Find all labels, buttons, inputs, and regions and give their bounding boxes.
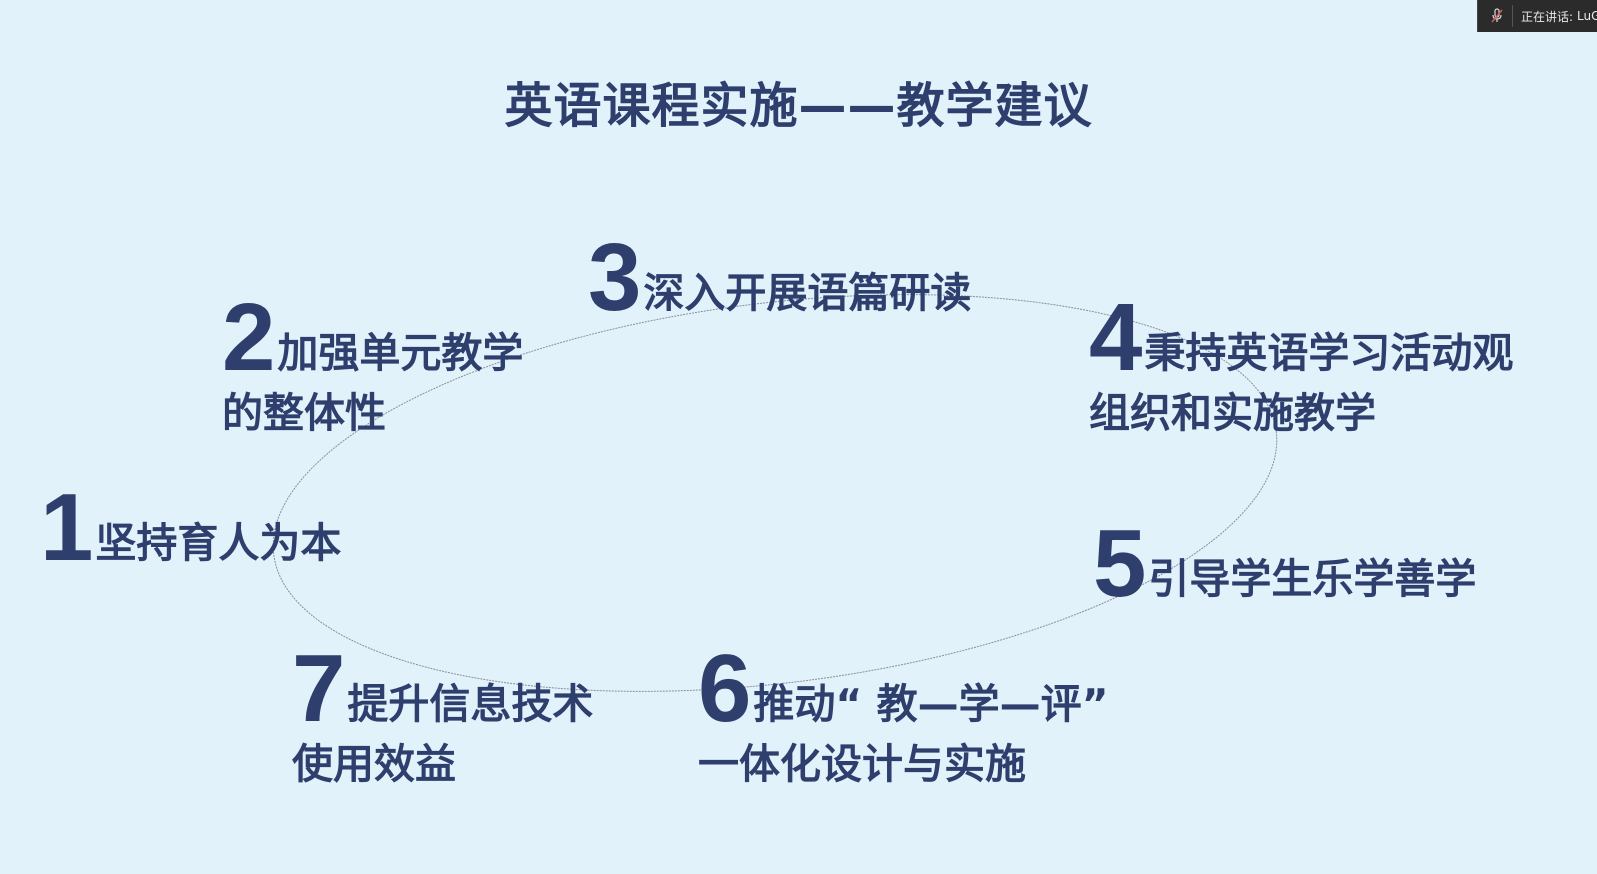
item-text: 提升信息技术 xyxy=(347,680,594,728)
item-text: 秉持英语学习活动观 xyxy=(1144,329,1514,377)
muted-mic-icon[interactable] xyxy=(1490,5,1513,27)
item-6: 6 推动“ 教—学—评” 一体化设计与实施 xyxy=(698,635,1109,791)
item-4: 4 秉持英语学习活动观 组织和实施教学 xyxy=(1089,284,1514,440)
item-3: 3 深入开展语篇研读 xyxy=(588,224,972,331)
item-number: 1 xyxy=(40,474,94,581)
speaker-indicator[interactable]: 正在讲话: LuG xyxy=(1477,0,1597,32)
item-text-line2: 一体化设计与实施 xyxy=(698,740,1026,788)
item-text: 深入开展语篇研读 xyxy=(643,269,972,317)
item-number: 4 xyxy=(1089,284,1143,391)
item-text-line2: 的整体性 xyxy=(222,389,386,437)
item-text: 引导学生乐学善学 xyxy=(1148,555,1477,603)
item-1: 1 坚持育人为本 xyxy=(40,474,342,581)
item-text: 加强单元教学 xyxy=(277,329,524,377)
item-7: 7 提升信息技术 使用效益 xyxy=(292,635,594,791)
speaker-name: LuG xyxy=(1577,9,1597,23)
item-2: 2 加强单元教学 的整体性 xyxy=(222,284,524,440)
item-number: 2 xyxy=(222,284,276,391)
item-number: 7 xyxy=(292,635,346,742)
item-5: 5 引导学生乐学善学 xyxy=(1093,510,1477,617)
item-text-line2: 使用效益 xyxy=(292,740,456,788)
item-text-line2: 组织和实施教学 xyxy=(1089,389,1376,437)
item-text: 坚持育人为本 xyxy=(95,519,342,567)
speaking-label: 正在讲话: xyxy=(1521,9,1574,24)
item-number: 3 xyxy=(588,224,642,331)
item-text: 推动“ 教—学—评” xyxy=(753,680,1109,728)
slide-title: 英语课程实施——教学建议 xyxy=(504,78,1093,134)
item-number: 5 xyxy=(1093,510,1147,617)
item-number: 6 xyxy=(698,635,752,742)
